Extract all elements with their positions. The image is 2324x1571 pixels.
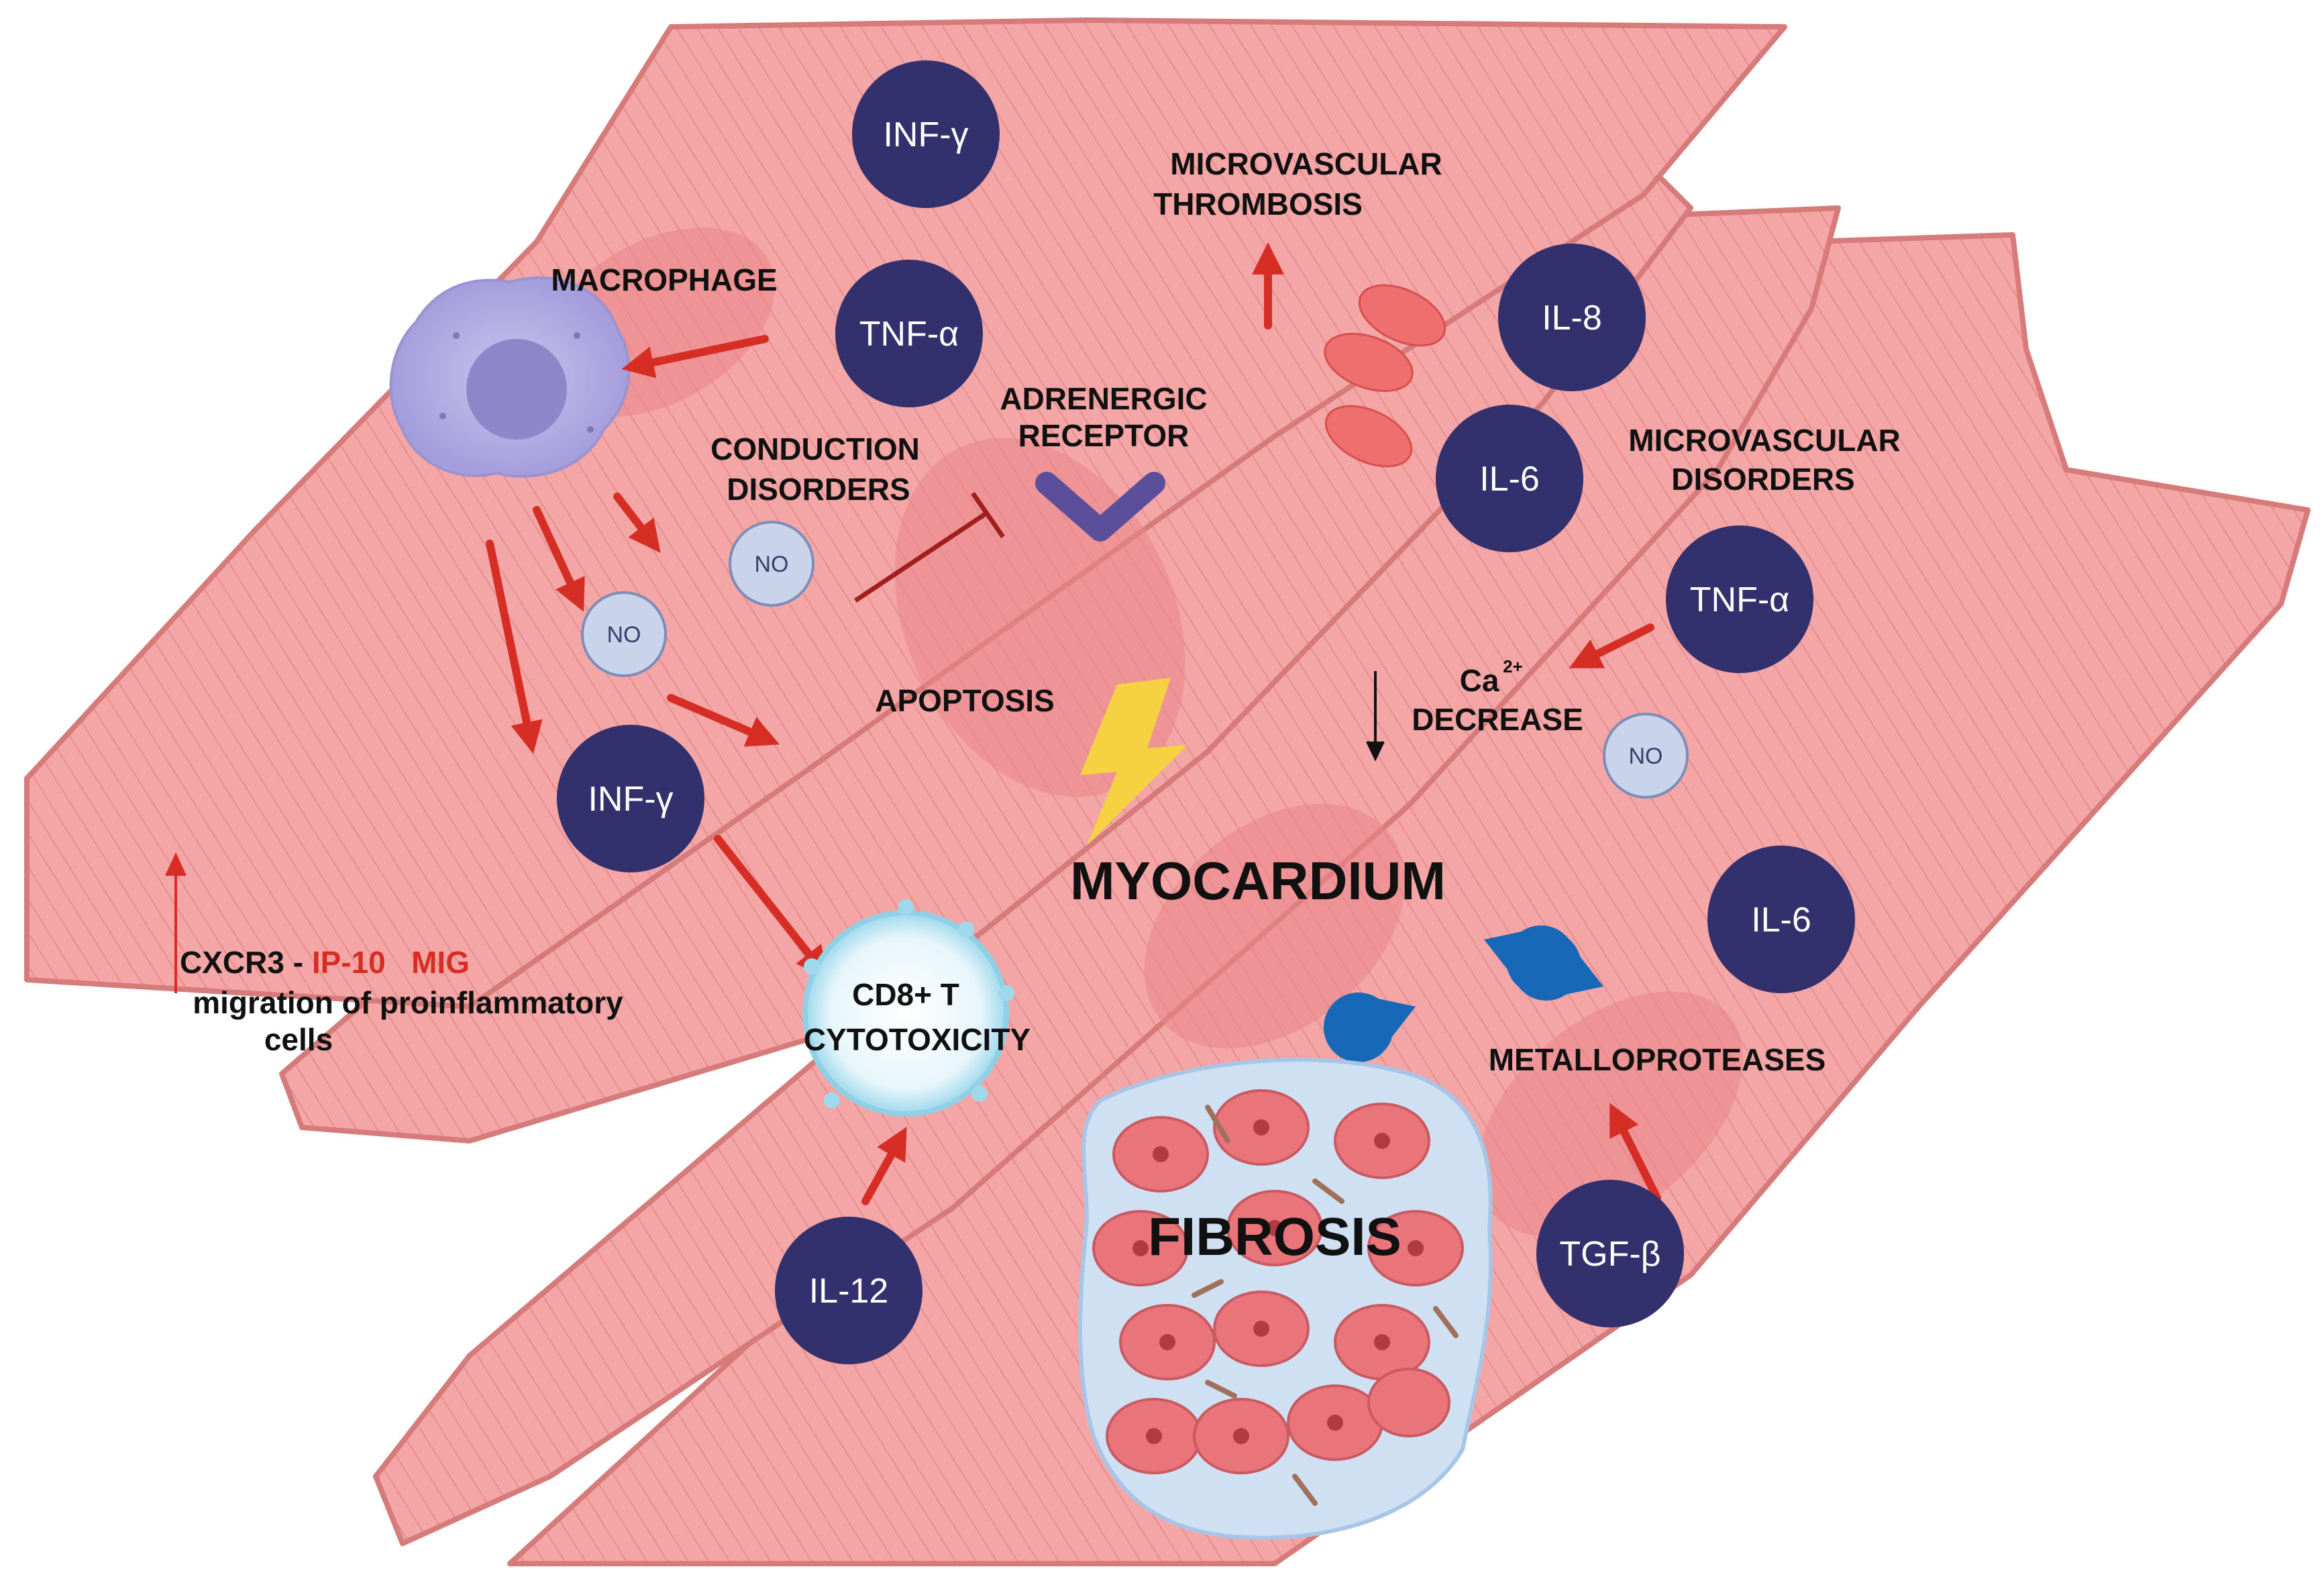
svg-text:TNF-α: TNF-α [1690, 580, 1789, 619]
nitric-oxide-molecules: NO NO NO [581, 521, 1689, 799]
svg-text:IL-6: IL-6 [1479, 460, 1540, 499]
cytokine-tnfa-right: TNF-α [1666, 525, 1813, 673]
label-metalloproteases: METALLOPROTEASES [1489, 1042, 1826, 1077]
cytokines: INF-γ TNF-α IL-8 IL-6 TNF-α INF-γ IL-6 [557, 60, 1855, 1364]
svg-text:IL-6: IL-6 [1751, 901, 1811, 940]
label-microvascular-disorders-1: MICROVASCULAR [1628, 423, 1900, 458]
label-migration: migration of proinflammatory [193, 985, 623, 1020]
no-molecule: NO [729, 521, 814, 607]
cell-nucleus [1144, 803, 1406, 1049]
red-blood-cell-icon [1324, 284, 1446, 468]
cytokine-tnfa-top: TNF-α [835, 260, 983, 407]
arrow-icon [1609, 1103, 1661, 1202]
svg-text:TNF-α: TNF-α [859, 315, 959, 354]
labels: MACROPHAGE MICROVASCULAR THROMBOSIS ADRE… [180, 146, 1901, 1266]
no-molecule: NO [1603, 713, 1689, 799]
svg-text:NO: NO [1629, 744, 1663, 769]
macrophage-icon [389, 276, 631, 478]
label-cells: cells [264, 1022, 333, 1057]
label-cd8-1: CD8+ T [852, 977, 959, 1012]
fibrosis-tissue-icon [1078, 1058, 1493, 1540]
label-microvascular-thrombosis-1: MICROVASCULAR [1170, 146, 1442, 181]
cytokine-infg-mid: INF-γ [557, 725, 704, 872]
label-mig: MIG [411, 945, 470, 980]
arrow-icon [1366, 671, 1385, 762]
adrenergic-receptor-icon [1035, 472, 1165, 542]
arrows [486, 242, 1661, 1205]
cytokine-il12: IL-12 [775, 1217, 922, 1364]
svg-text:NO: NO [607, 622, 641, 648]
label-conduction-disorders-1: CONDUCTION [710, 432, 920, 466]
lightning-bolt-icon [1080, 678, 1187, 846]
cytokine-infg-top: INF-γ [852, 60, 1000, 208]
svg-text:IL-12: IL-12 [809, 1272, 889, 1311]
svg-text:INF-γ: INF-γ [883, 115, 968, 154]
no-molecule: NO [581, 591, 667, 677]
label-calcium: Ca [1460, 663, 1499, 698]
cytokine-il6-top: IL-6 [1436, 405, 1583, 552]
label-cxcr3-prefix: CXCR3 - [180, 945, 312, 980]
label-calcium-charge: 2+ [1503, 656, 1523, 676]
svg-text:NO: NO [755, 552, 789, 577]
cytokine-il6-right: IL-6 [1707, 846, 1855, 993]
svg-text:INF-γ: INF-γ [588, 780, 673, 819]
label-cxcr3-line: CXCR3 - IP-10 MIG [180, 945, 470, 980]
cytokine-il8: IL-8 [1498, 244, 1646, 391]
inhibition-icon [854, 492, 1005, 603]
label-ip10: IP-10 [312, 945, 386, 980]
label-fibrosis: FIBROSIS [1148, 1207, 1402, 1266]
label-cd8-2: CYTOTOXICITY [804, 1022, 1031, 1057]
cytokine-tgfb: TGF-β [1536, 1180, 1684, 1327]
label-cxcr3-space [386, 945, 411, 980]
metalloprotease-icon [1323, 925, 1603, 1062]
arrow-icon [1569, 623, 1654, 668]
label-microvascular-disorders-2: DISORDERS [1671, 462, 1854, 497]
label-macrophage: MACROPHAGE [551, 262, 777, 297]
svg-text:TGF-β: TGF-β [1559, 1235, 1660, 1274]
arrow-icon [861, 1127, 907, 1205]
arrow-icon [486, 540, 543, 754]
label-myocardium: MYOCARDIUM [1070, 851, 1446, 911]
arrow-icon [621, 335, 769, 378]
label-adrenergic-receptor-2: RECEPTOR [1018, 418, 1190, 453]
arrow-icon [613, 493, 661, 554]
arrow-icon [165, 852, 187, 993]
arrow-icon [533, 506, 585, 612]
label-microvascular-thrombosis-2: THROMBOSIS [1153, 187, 1363, 221]
cd8-t-cell-icon [802, 899, 1014, 1117]
arrow-icon [714, 835, 829, 979]
svg-text:IL-8: IL-8 [1542, 299, 1602, 338]
label-apoptosis: APOPTOSIS [875, 683, 1055, 718]
arrow-icon [667, 694, 780, 747]
label-decrease: DECREASE [1412, 702, 1583, 737]
label-adrenergic-receptor-1: ADRENERGIC [1000, 381, 1207, 416]
label-conduction-disorders-2: DISORDERS [727, 472, 910, 507]
